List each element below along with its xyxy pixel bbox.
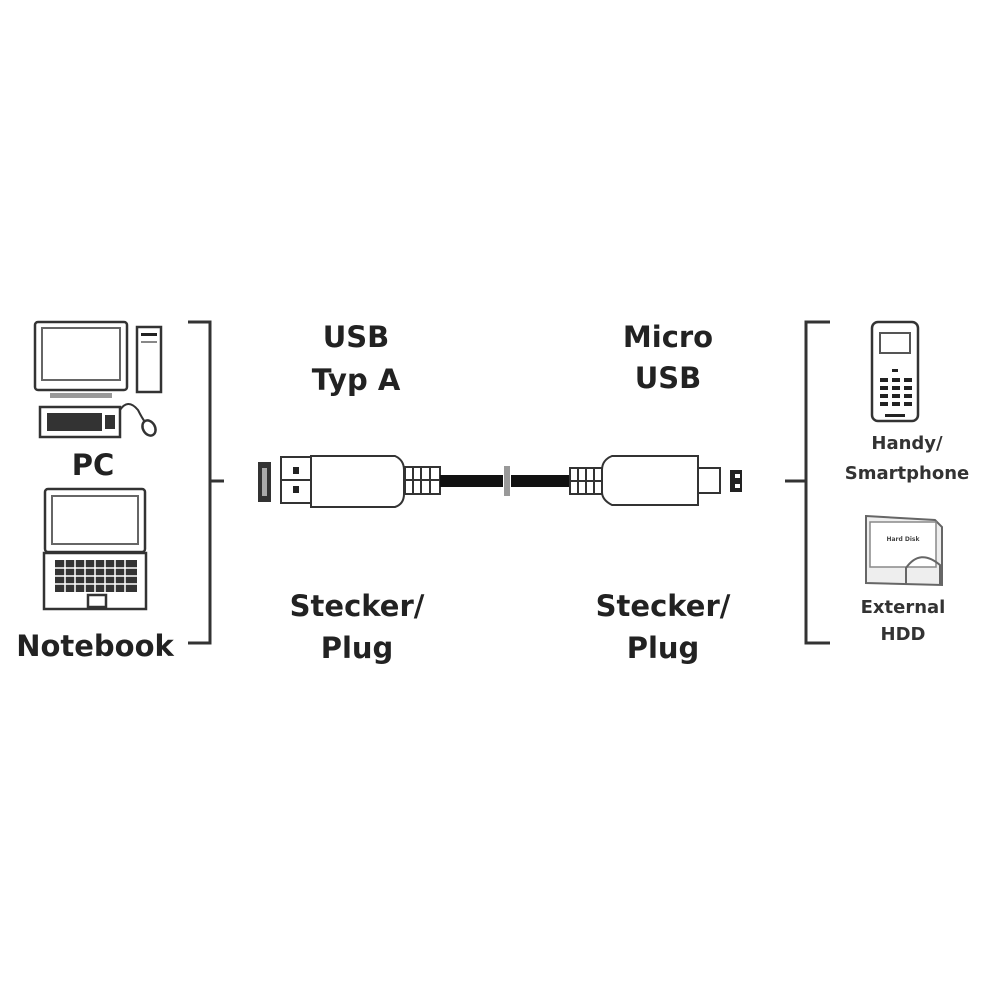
usb-a-label-line2: Typ A xyxy=(312,363,401,397)
usb-a-type-line1: Stecker/ xyxy=(290,589,425,623)
hdd-label-line1: External xyxy=(861,597,946,618)
external-hdd-icon: Hard Disk xyxy=(865,514,943,587)
phone-label-line2: Smartphone xyxy=(845,463,969,484)
phone-label-line1: Handy/ xyxy=(871,433,943,454)
micro-usb-type-line1: Stecker/ xyxy=(596,589,731,623)
usb-cable-icon xyxy=(258,455,742,508)
smartphone-icon xyxy=(870,320,920,423)
micro-usb-label-line1: Micro xyxy=(623,320,713,354)
pc-icon xyxy=(33,320,163,439)
right-bracket xyxy=(785,320,830,645)
notebook-label: Notebook xyxy=(16,629,174,663)
micro-usb-type-line2: Plug xyxy=(627,631,700,665)
pc-label: PC xyxy=(72,448,115,482)
usb-a-label-line1: USB xyxy=(323,320,390,354)
hdd-label-line2: HDD xyxy=(881,624,926,645)
hdd-logo-text: Hard Disk xyxy=(886,536,920,543)
left-bracket xyxy=(188,320,224,645)
micro-usb-label-line2: USB xyxy=(635,361,702,395)
notebook-icon xyxy=(42,487,148,611)
usb-a-type-line2: Plug xyxy=(321,631,394,665)
